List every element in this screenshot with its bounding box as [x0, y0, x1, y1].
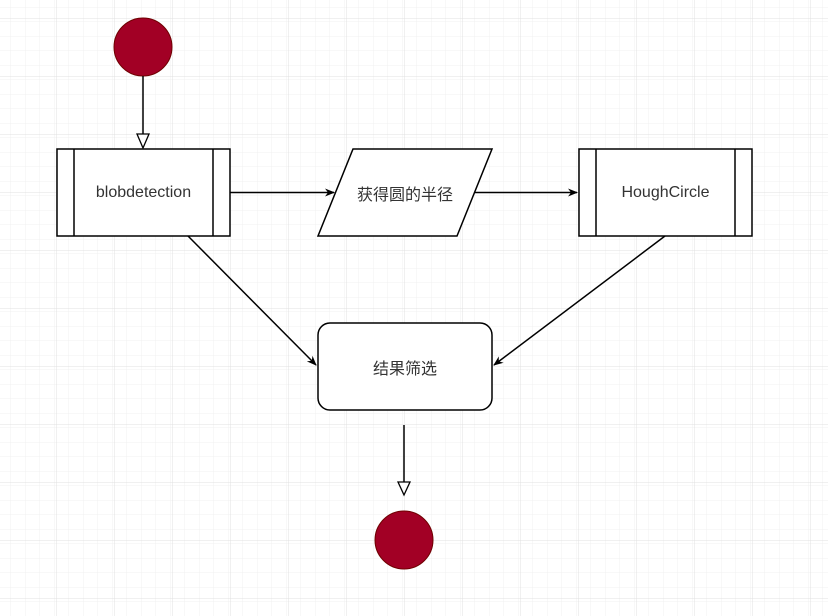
edge-start-to-blob[interactable]: [136, 76, 150, 150]
start-node[interactable]: [113, 17, 173, 77]
radius-node[interactable]: [316, 148, 494, 237]
edge-hough-to-filter[interactable]: [493, 235, 666, 366]
edge-blob-to-filter[interactable]: [187, 235, 317, 366]
edge-filter-to-end[interactable]: [396, 425, 412, 497]
blobdetection-node[interactable]: [56, 148, 231, 237]
houghcircle-node[interactable]: [578, 148, 753, 237]
blobdetection-label: blobdetection: [95, 183, 192, 201]
radius-label: 获得圆的半径: [356, 186, 453, 204]
filter-node[interactable]: [317, 322, 493, 411]
end-node[interactable]: [374, 510, 434, 570]
filter-label: 结果筛选: [372, 360, 437, 378]
houghcircle-label: HoughCircle: [621, 183, 710, 201]
